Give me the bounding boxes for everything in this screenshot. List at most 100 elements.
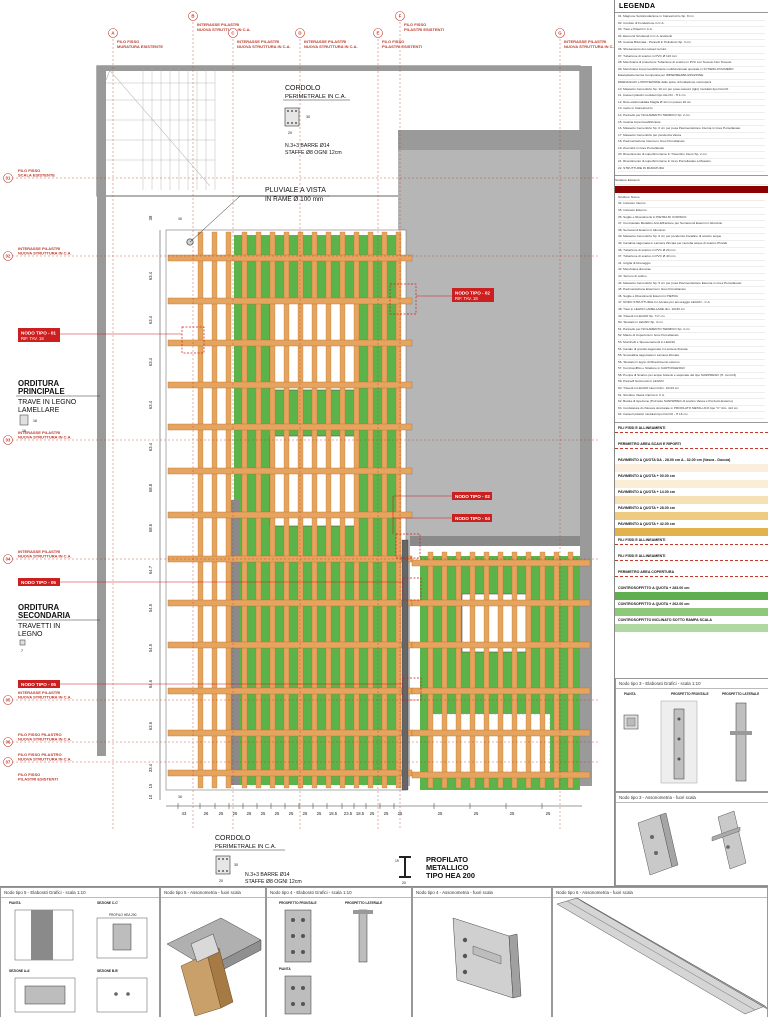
grid-bubble	[395, 11, 405, 21]
dim-bottom: 18.5	[329, 811, 338, 816]
rafter	[269, 231, 276, 789]
orditura-p-title2: PRINCIPALE	[18, 387, 65, 396]
bp2-l3: PIANTA	[279, 967, 291, 971]
legend-item: 59. Pannelli Scorrevoli in LEGNO	[618, 379, 765, 387]
dim-left: 64.7	[148, 565, 153, 574]
dim-bottom: 25	[546, 811, 551, 816]
main-beam	[167, 641, 413, 649]
steel-profile	[401, 539, 409, 791]
finish-swatch	[615, 496, 768, 505]
cordolo-bottom-staffe: STAFFE Ø8 OGNI 12cm	[245, 879, 302, 885]
profilato-dim-a: 19	[395, 859, 399, 863]
orditura-s-sub1: TRAVETTI IN	[18, 623, 60, 630]
dim-left: 54.5	[148, 603, 153, 612]
legend-item: 55. Scossalina sagomata in Lamiera Zinca…	[618, 353, 765, 360]
legend-item: 51. Pannello per ISOLAMENTO TERMICO Sp. …	[618, 327, 765, 334]
legend-item: 22. STRUTTURE IN MURATURA	[618, 166, 765, 173]
legend-item: 44. Massetto Cementizio Sp. 5 cm per pos…	[618, 281, 765, 288]
legend-item: 12. Rete elettrosaldata Maglia Ø 12 mm p…	[618, 100, 765, 107]
cordolo-top-note: CORDOLO PERIMETRALE IN C.A. 20 30 N.3+3 …	[283, 85, 350, 156]
grid-bubble	[108, 28, 118, 38]
orditura-principale-note: ORDITURA PRINCIPALE TRAVE IN LEGNO LAMEL…	[16, 379, 100, 433]
rafter	[497, 551, 504, 789]
dim-left: 58.6	[148, 523, 153, 532]
bp0-l4: SEZIONE B-B'	[97, 969, 119, 973]
finish-swatch	[615, 528, 768, 537]
grid-bubble-label-top: A	[111, 31, 115, 36]
node-label-01-text: NODO TIPO - 01	[21, 331, 56, 336]
node-label-05b	[18, 680, 60, 688]
dim-bottom: 25	[247, 811, 252, 816]
legend-item: 17. Massetto Cementizio per pendenza Vas…	[618, 133, 765, 140]
main-beam	[167, 769, 413, 777]
rafter	[211, 231, 218, 789]
grid-caption-left: FILO FISSO	[18, 168, 40, 173]
finish-swatch	[615, 544, 768, 553]
cordolo-right-top	[410, 536, 580, 546]
grid-caption-top: FILO FISSO	[404, 22, 426, 27]
cordolo-top-bars: N.3+3 BARRE Ø14	[285, 143, 330, 149]
dim-bottom: 25	[384, 811, 389, 816]
main-beam	[411, 771, 591, 779]
rafter	[553, 551, 560, 789]
bp4-title: Nodo tipo 6 - Assonometria - fuori scala	[553, 888, 767, 898]
rafter	[381, 231, 388, 789]
grid-caption-top: FILO FISSO	[117, 39, 139, 44]
grid-caption-left: INTERASSE PILASTRI	[18, 549, 60, 554]
orditura-p-dim: 16	[33, 419, 37, 423]
rafter	[197, 231, 204, 789]
dim-left: 58.8	[148, 483, 153, 492]
finish-label: PERIMETRO AREA SCAVI E RIPORTI	[618, 442, 681, 447]
grid-caption-left: NUOVA STRUTTURA IN C.A.	[18, 757, 72, 762]
legend-item: 57. Controsoffitto e Stratture in CARTON…	[618, 366, 765, 373]
legend-item: 54. Canale di gronda sagomato in Lamiera…	[618, 347, 765, 354]
legend-list-1: 01. Magrone Sottofondazione in Calcestru…	[615, 13, 768, 173]
orditura-p-title1: ORDITURA	[18, 379, 60, 388]
rafter	[255, 231, 262, 789]
legend-existing-label: Strutture Esistenti	[615, 178, 768, 185]
finish-swatch	[615, 608, 768, 617]
bp2-l2: PROSPETTO LATERALE	[345, 901, 382, 905]
dim-bottom: 43	[182, 811, 187, 816]
main-beam	[167, 687, 413, 695]
grid-caption-left: INTERASSE PILASTRI	[18, 430, 60, 435]
grid-caption-top: FILO FISSO	[382, 39, 404, 44]
rafter	[525, 551, 532, 789]
cordolo-bottom-note: CORDOLO PERIMETRALE IN C.A. 20 30 N.3+3 …	[213, 835, 302, 885]
main-beam	[411, 559, 591, 567]
bp0-l3: SEZIONE A-A'	[9, 969, 30, 973]
dim-bottom: 23.5	[344, 811, 353, 816]
finish-label: FILI FISSI E ALLINEAMENTI	[618, 426, 666, 431]
node-label-02a-sub: RIF. TAV. 18	[455, 296, 478, 301]
d5-col2: PROSPETTO FRONTALE	[671, 692, 709, 696]
grid-bubble-label-left: 03	[6, 438, 11, 443]
legend-item: 61. Strutture Vasca Interna in C.A.	[618, 393, 765, 400]
finish-swatch	[615, 624, 768, 633]
orditura-p-sub2: LAMELLARE	[18, 407, 60, 414]
dim-bottom: 25	[317, 811, 322, 816]
node-label-02b	[452, 492, 492, 500]
legend-item: 43. Terreno di coltivo	[618, 274, 765, 281]
grid-bubble	[3, 554, 13, 564]
rafter	[539, 551, 546, 789]
grid-bubble	[188, 11, 198, 21]
grid-bubble	[3, 695, 13, 705]
grid-bubble	[3, 435, 13, 445]
legend-item: 08. Membrana di protezione Tubazione di …	[618, 60, 765, 67]
main-beam	[167, 339, 413, 347]
main-beam	[167, 297, 413, 305]
grid-caption-left: NUOVA STRUTTURA IN C.A.	[18, 554, 72, 559]
grid-bubble	[3, 173, 13, 183]
finish-swatch	[615, 576, 768, 585]
dim-left: 63.4	[148, 357, 153, 366]
legend-item: 45. Pavimentazione Esterna in Gres Porce…	[618, 287, 765, 294]
legend-item: 50. Tavolato in LEGNO Sp. 3 cm	[618, 320, 765, 327]
legend-item: 05. Guaina Bitumata - Pannelli in Polist…	[618, 40, 765, 47]
grid-bubble	[555, 28, 565, 38]
grid-bubble-label-top: G	[558, 31, 562, 36]
main-beam	[411, 599, 591, 607]
legend-item: 47. NODO STRUTTURALI in Acciaio per anco…	[618, 300, 765, 307]
detail-nodo5-assonometria: Nodo tipo 5 - Assonometria - fuori scala	[160, 887, 266, 1017]
grid-bubble	[228, 28, 238, 38]
existing-slab	[398, 150, 580, 546]
